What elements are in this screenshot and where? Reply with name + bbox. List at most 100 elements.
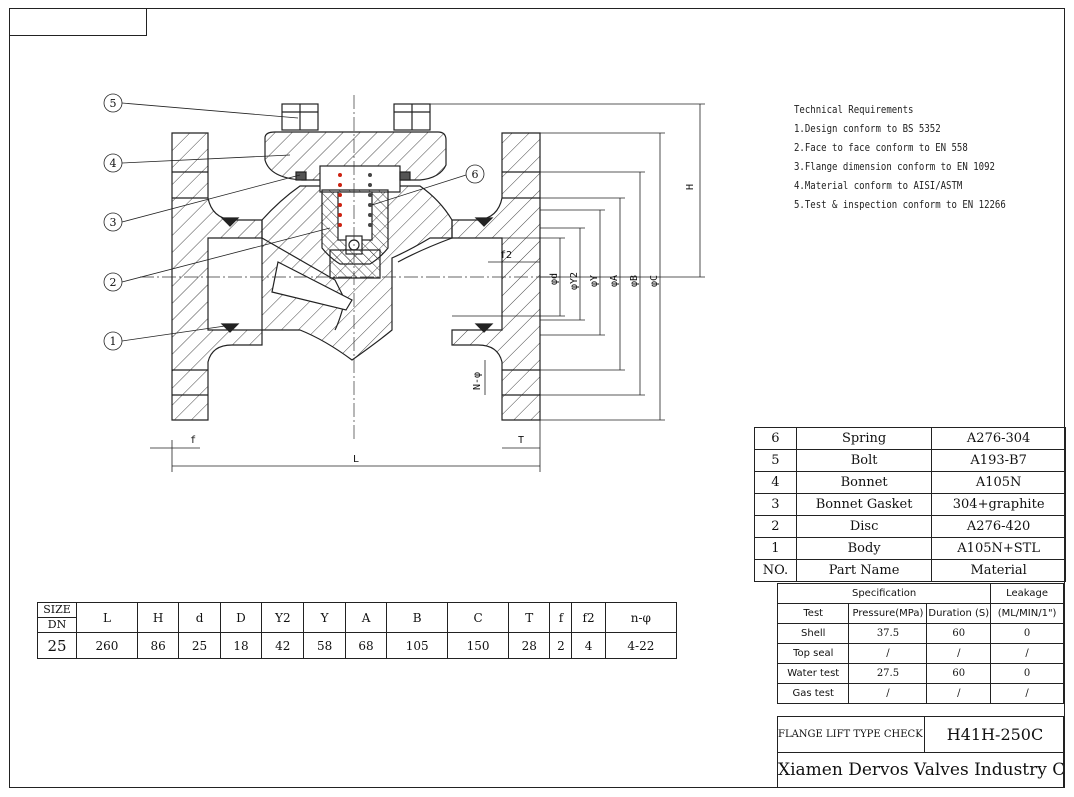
part-name: Body [795,537,933,560]
callout-4: 4 [110,157,117,170]
test-name: Water test [776,663,850,684]
pressure-value: 27.5 [848,663,928,684]
table-row: 6 Spring A276-304 [754,427,1066,450]
table-row: 4 Bonnet A105N [754,471,1066,494]
dim-value: 18 [219,632,263,659]
table-row: Gas test / / / [776,683,1064,704]
dn-label: DN [38,617,76,632]
table-row: 3 Bonnet Gasket 304+graphite [754,493,1066,516]
part-material: A276-304 [931,427,1066,450]
dim-header: L [76,602,138,633]
col-pressure: Pressure(MPa) [848,603,928,624]
header-no: NO. [754,559,797,582]
part-material: A105N [931,471,1066,494]
part-name: Bonnet Gasket [795,493,933,516]
test-name: Gas test [776,683,850,704]
dim-label-B: φB [629,275,640,287]
table-row: Shell 37.5 60 0 [776,623,1064,644]
product-code: H41H-250C [946,725,1044,744]
part-material: 304+graphite [931,493,1066,516]
table-row: 5 Bolt A193-B7 [754,449,1066,472]
duration-value: / [926,643,992,664]
spec-group-header: Specification [776,583,992,604]
dim-label-C: φC [649,275,660,287]
leakage-header: Leakage [990,583,1064,604]
dim-value: 68 [344,632,388,659]
tech-heading: Technical Requirements [794,103,914,116]
corner-title-tab [9,8,147,36]
dim-label-f2: f2 [500,250,512,261]
test-name: Top seal [776,643,850,664]
callout-1: 1 [110,335,117,348]
test-name: Shell [776,623,850,644]
header-material: Material [931,559,1066,582]
technical-requirements: Technical Requirements 1.Design conform … [794,100,1052,214]
part-no: 1 [754,537,797,560]
col-test: Test [776,603,850,624]
part-no: 2 [754,515,797,538]
duration-value: / [926,683,992,704]
col-leakage-unit: (ML/MIN/1") [990,603,1064,624]
table-row: 25 260 86 25 18 42 58 68 105 150 28 2 4 … [37,632,678,659]
product-name: FLANGE LIFT TYPE CHECK VALVE [778,717,925,753]
dim-header: B [386,602,449,633]
dimensions-table: SIZE DN L H d D Y2 Y A B C T f f2 n-φ 25… [37,602,678,659]
dim-value: 4 [571,632,606,659]
tech-item: 3.Flange dimension conform to EN 1092 [794,160,995,173]
dim-label-A: φA [609,275,620,287]
dim-label-Y2: φY2 [569,272,580,290]
dn-value: 25 [37,632,77,659]
dim-value: 86 [136,632,180,659]
table-header-row: Test Pressure(MPa) Duration (S) (ML/MIN/… [776,603,1064,624]
dim-value: 4-22 [604,632,678,659]
dim-value: 25 [178,632,221,659]
dim-header: T [507,602,551,633]
specification-table: Specification Leakage Test Pressure(MPa)… [776,583,1064,704]
dim-label-H: H [685,184,696,190]
callout-6: 6 [472,168,479,181]
pressure-value: / [848,643,928,664]
part-material: A276-420 [931,515,1066,538]
leakage-value: 0 [990,623,1064,644]
dim-value: 2 [549,632,573,659]
size-label: SIZE [43,603,71,616]
dim-label-n-phi: N-φ [472,372,483,390]
spring-coil [338,173,372,227]
dim-label-L: L [353,454,359,465]
dim-value: 28 [507,632,551,659]
dim-header: Y2 [261,602,305,633]
dim-header: A [344,602,388,633]
table-row: Top seal / / / [776,643,1064,664]
drawing-frame [9,8,1065,788]
table-header-row: NO. Part Name Material [754,559,1066,582]
dim-header: f [549,602,573,633]
callout-3: 3 [110,216,117,229]
leakage-value: / [990,683,1064,704]
part-no: 6 [754,427,797,450]
leakage-value: / [990,643,1064,664]
part-name: Disc [795,515,933,538]
pressure-value: / [848,683,928,704]
size-dn-header: SIZE DN [37,602,77,633]
dim-header: n-φ [604,602,678,633]
dim-value: 105 [386,632,449,659]
dim-label-T: T [518,435,524,446]
table-row: 1 Body A105N+STL [754,537,1066,560]
tech-item: 5.Test & inspection conform to EN 12266 [794,198,1006,211]
table-header-row: Specification Leakage [776,583,1064,604]
company-name: Xiamen Dervos Valves Industry Co.,ltd . [777,752,1064,788]
part-no: 5 [754,449,797,472]
part-name: Bonnet [795,471,933,494]
pressure-value: 37.5 [848,623,928,644]
part-no: 3 [754,493,797,516]
dim-header: f2 [571,602,606,633]
dim-header: C [447,602,509,633]
dim-header: d [178,602,221,633]
callout-5: 5 [110,97,117,110]
dim-label-f: f [190,435,196,446]
dim-value: 260 [76,632,138,659]
callout-2: 2 [110,276,117,289]
part-name: Bolt [795,449,933,472]
tech-item: 1.Design conform to BS 5352 [794,122,941,135]
